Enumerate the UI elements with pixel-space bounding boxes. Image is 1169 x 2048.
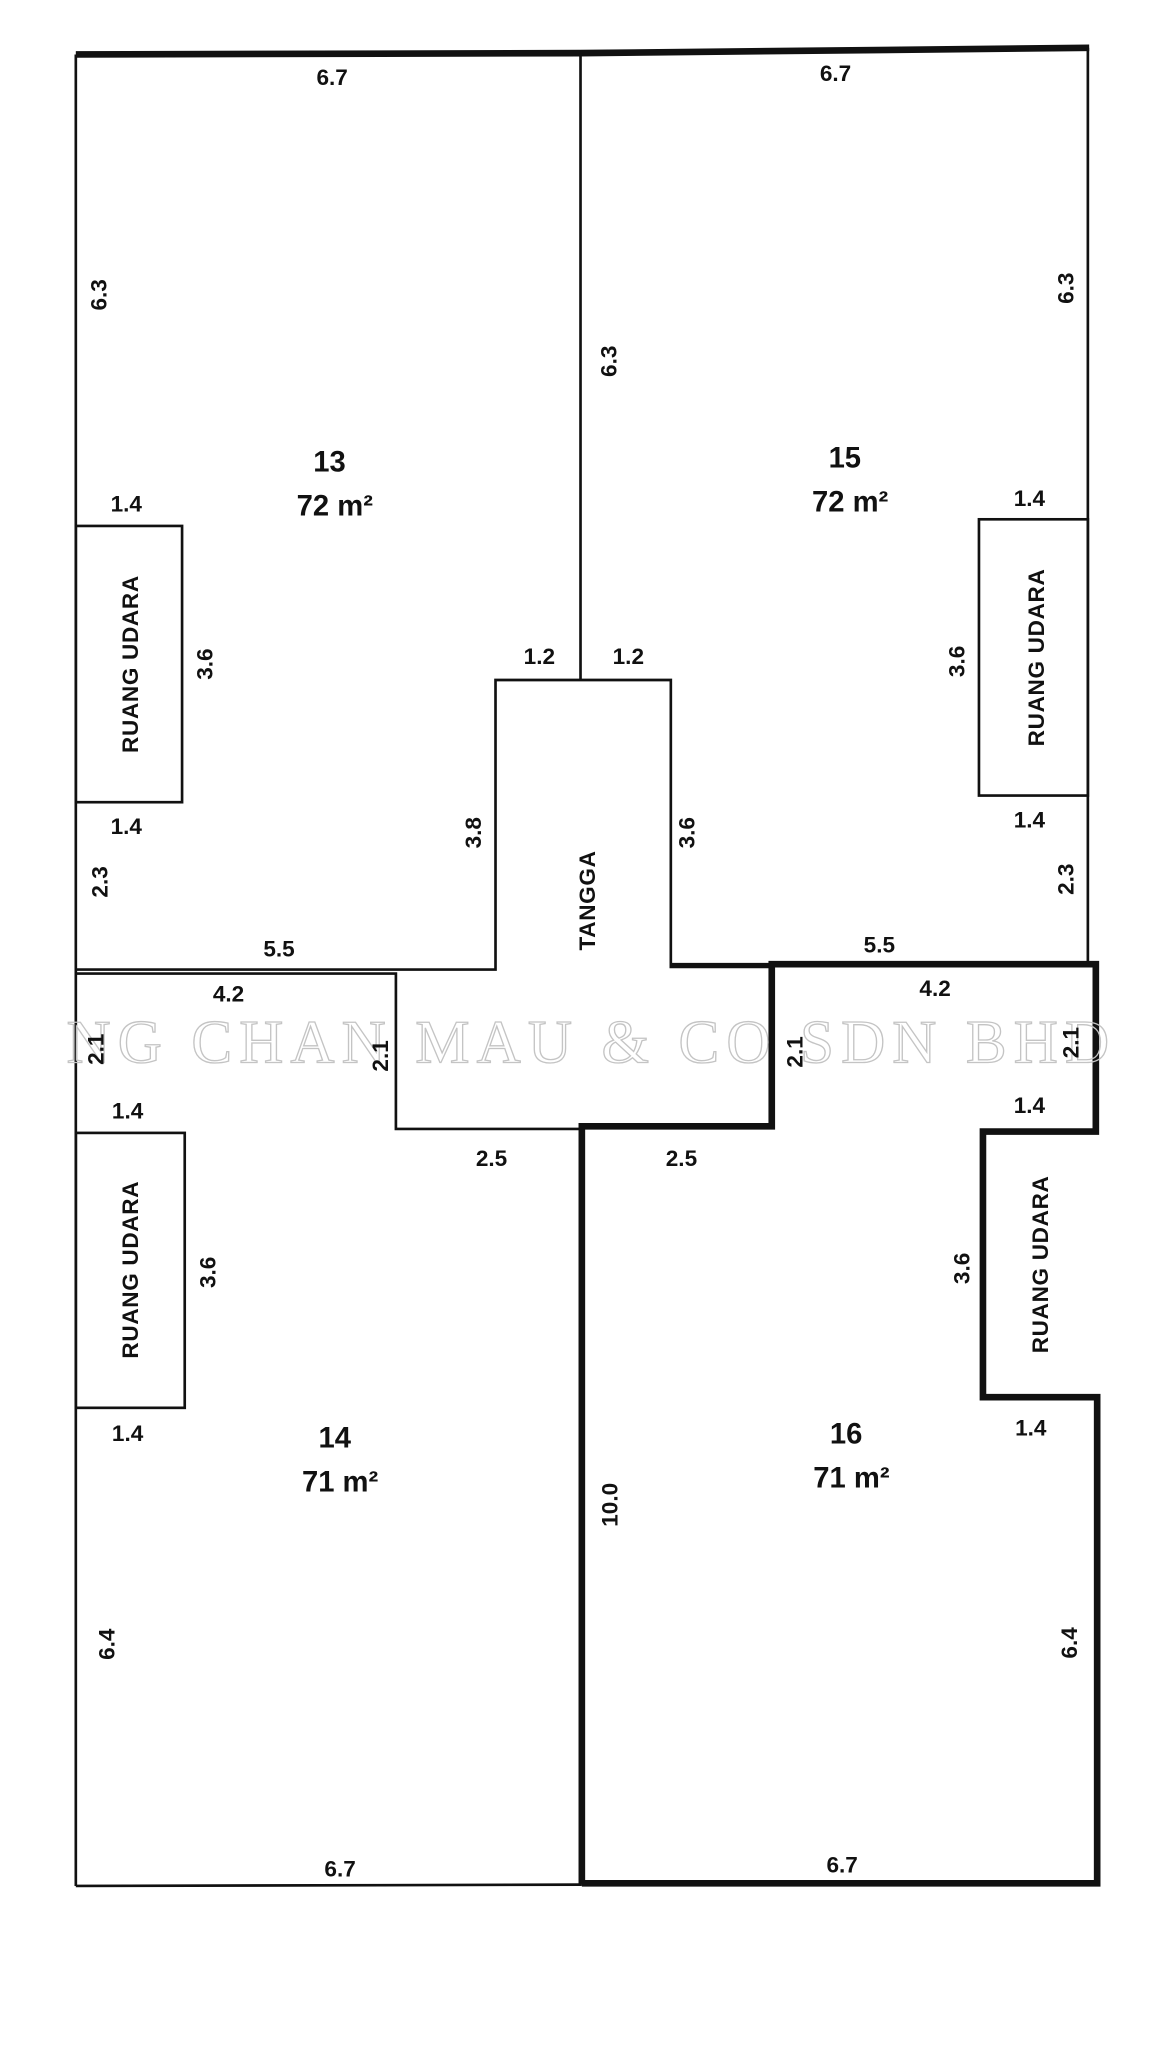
unit16-outline <box>578 960 1101 1887</box>
dimension-labels: 6.7 6.7 1.4 1.4 1.4 1.4 1.2 1.2 5.5 5.5 … <box>84 61 1084 1882</box>
dim-u14-ru-bottom: 1.4 <box>112 1421 144 1446</box>
dim-top-right: 6.7 <box>820 61 851 86</box>
dim-stair-left: 3.8 <box>461 817 486 848</box>
dim-mid-upper: 6.3 <box>596 346 621 377</box>
unit-14-area: 71 m² <box>302 1467 379 1499</box>
stairs-label: TANGGA <box>575 850 600 950</box>
dim-u16-right-top: 2.1 <box>1059 1027 1084 1058</box>
stairs-lower-left-outline <box>75 972 582 1131</box>
air-space-label-16: RUANG UDARA <box>1028 1176 1053 1354</box>
unit-15-number: 15 <box>829 443 861 475</box>
dim-u14-ru-top: 1.4 <box>112 1098 144 1123</box>
air-space-label-13: RUANG UDARA <box>118 575 143 753</box>
dim-u15-ru-top: 1.4 <box>1014 486 1046 511</box>
air-space-label-15: RUANG UDARA <box>1024 569 1049 747</box>
dim-u16-ru-bottom: 1.4 <box>1015 1416 1047 1441</box>
dim-stair-bottom-right: 2.5 <box>666 1146 697 1171</box>
dim-stair-low-left: 2.1 <box>368 1040 393 1071</box>
dim-bottom-right: 6.7 <box>826 1853 857 1878</box>
dim-u15-right-low: 2.3 <box>1053 864 1078 895</box>
dim-top-left: 6.7 <box>316 65 347 90</box>
dim-u14-ru-side: 3.6 <box>195 1257 220 1288</box>
dim-bottom-left: 6.7 <box>324 1857 355 1882</box>
dim-u13-ru-top: 1.4 <box>111 491 143 516</box>
dim-stair-bottom-left: 2.5 <box>476 1146 507 1171</box>
dim-u15-bottom: 5.5 <box>864 932 895 957</box>
outer-wall-bottom-left <box>75 1883 582 1888</box>
dim-u13-left: 6.3 <box>86 279 111 310</box>
dim-u16-ru-side: 3.6 <box>950 1253 975 1284</box>
unit-13-number: 13 <box>313 446 345 478</box>
dim-u16-ru-top: 1.4 <box>1014 1093 1046 1118</box>
dim-u15-right: 6.3 <box>1053 273 1078 304</box>
dim-stair-low-right: 2.1 <box>782 1036 807 1067</box>
air-space-box-14 <box>74 1131 187 1410</box>
dim-stair-right: 3.6 <box>675 817 700 848</box>
dim-u13-ru-bottom: 1.4 <box>111 814 143 839</box>
unit-13-area: 72 m² <box>297 490 374 522</box>
dim-stair-top-right: 1.2 <box>613 644 644 669</box>
unit-14-number: 14 <box>319 1423 352 1455</box>
dim-u15-ru-bottom: 1.4 <box>1014 807 1046 832</box>
air-space-box-13 <box>74 524 184 804</box>
air-space-box-15 <box>977 517 1090 797</box>
unit-15-area: 72 m² <box>812 486 889 518</box>
dim-u13-left-low: 2.3 <box>88 866 113 897</box>
dim-u14-top: 4.2 <box>213 981 244 1006</box>
dim-stair-top-left: 1.2 <box>524 644 555 669</box>
unit-16-area: 71 m² <box>813 1463 890 1495</box>
dim-u13-bottom: 5.5 <box>263 936 294 961</box>
dim-u14-left-top: 2.1 <box>84 1034 109 1065</box>
stairs-upper-outline <box>75 678 772 971</box>
outer-wall-top <box>75 44 1090 58</box>
unit-16-number: 16 <box>830 1419 862 1451</box>
dim-u15-ru-side: 3.6 <box>944 646 969 677</box>
dim-mid-lower: 10.0 <box>598 1483 623 1527</box>
dim-u16-right: 6.4 <box>1057 1627 1082 1659</box>
dim-u13-ru-side: 3.6 <box>193 648 218 679</box>
air-space-label-14: RUANG UDARA <box>118 1181 143 1359</box>
dim-u16-top: 4.2 <box>919 976 950 1001</box>
dim-u14-left: 6.4 <box>94 1628 119 1660</box>
watermark: NG CHAN MAU & CO SDN BHD <box>67 1010 1110 1077</box>
